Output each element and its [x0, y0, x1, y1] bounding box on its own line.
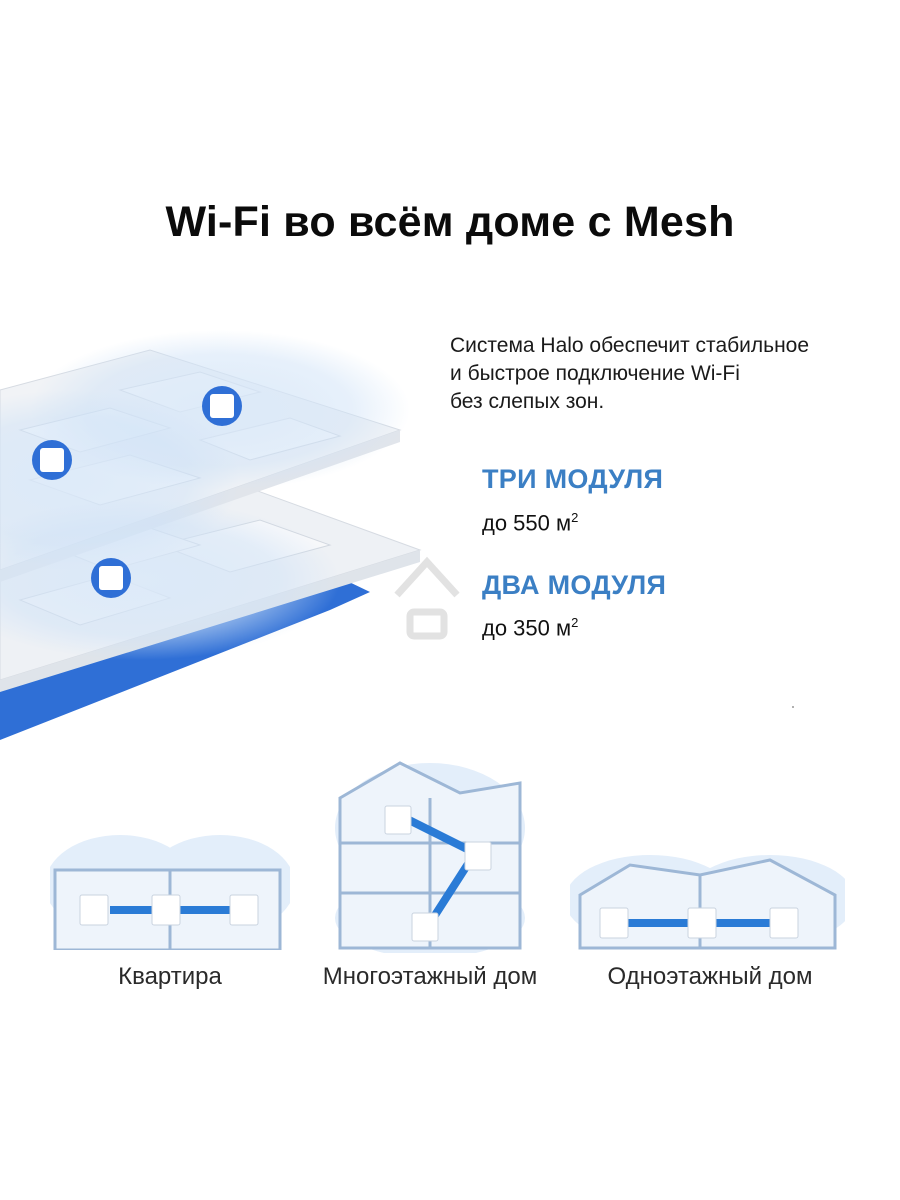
caption-apartment: Квартира [118, 963, 222, 990]
description-line: Система Halo обеспечит стабильное [450, 334, 810, 357]
mesh-node-icon [202, 386, 242, 426]
mesh-node-icon [91, 558, 131, 598]
page-title: Wi-Fi во всём доме с Mesh [165, 198, 735, 246]
decor-dot [792, 706, 794, 708]
multistory-house-illustration [335, 761, 525, 953]
description: Система Halo обеспечит стабильное и быст… [450, 332, 870, 416]
single-story-house-illustration [570, 855, 845, 950]
description-line: без слепых зон. [450, 390, 605, 413]
home-watermark-icon [394, 556, 460, 640]
description-line: и быстрое подключение Wi-Fi [450, 362, 740, 385]
two-modules-title: ДВА МОДУЛЯ [482, 570, 667, 600]
three-modules-title: ТРИ МОДУЛЯ [482, 464, 664, 494]
mesh-house-illustration [0, 330, 422, 740]
three-modules-area: до 550 м2 [482, 510, 579, 536]
caption-single-story: Одноэтажный дом [607, 963, 813, 990]
apartment-illustration [50, 835, 290, 950]
two-modules-area: до 350 м2 [482, 615, 579, 641]
mesh-node-icon [32, 440, 72, 480]
caption-multistory: Многоэтажный дом [322, 963, 538, 990]
